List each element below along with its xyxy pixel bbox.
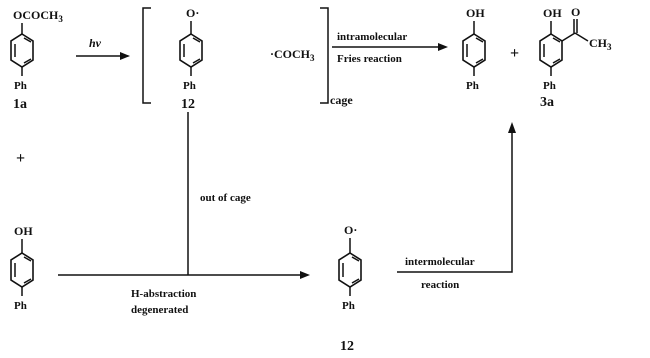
svg-text:·COCH3: ·COCH3	[270, 47, 315, 63]
free-radical-phenyl: Ph	[342, 300, 355, 312]
benzene-ring	[462, 33, 486, 68]
cage-ring-label: 12	[181, 97, 195, 112]
fries-arrow-line1: intramolecular	[337, 31, 407, 43]
arrow-head	[438, 43, 448, 51]
out-of-cage-label: out of cage	[200, 192, 251, 204]
benzene-ring	[539, 33, 563, 68]
product-3a-label: 3a	[540, 95, 554, 110]
compound-1a-acetoxy: OCOCH	[13, 8, 59, 22]
product-phenol: OH Ph	[462, 6, 486, 92]
fries-arrow: intramolecular Fries reaction	[332, 31, 448, 65]
reactant-phenol-hydroxyl: OH	[14, 224, 33, 238]
carbonyl-oxygen: O	[571, 5, 580, 19]
benzene-ring	[338, 252, 362, 288]
left-bracket	[142, 7, 151, 104]
arrow-head	[120, 52, 130, 60]
product-3a-hydroxyl: OH	[543, 6, 562, 20]
bond	[574, 32, 589, 42]
compound-1a-phenyl: Ph	[14, 80, 27, 92]
product-3a-phenyl: Ph	[543, 80, 556, 92]
reactant-phenol: OH Ph	[10, 224, 34, 312]
compound-1a-acetoxy-subscript: 3	[58, 14, 63, 24]
methyl-subscript: 3	[607, 42, 612, 52]
intermolecular-line1: intermolecular	[405, 256, 475, 268]
methyl-group: CH	[589, 36, 608, 50]
fries-arrow-line2: Fries reaction	[337, 53, 402, 65]
intermolecular-path	[397, 132, 513, 273]
photolysis-arrow: hv	[76, 36, 130, 60]
compound-1a: OCOCH3 Ph 1a	[10, 8, 63, 112]
product-3a: OH O CH3 Ph 3a	[539, 5, 612, 110]
cage-phenyl: Ph	[183, 80, 196, 92]
reactant-phenol-phenyl: Ph	[14, 300, 27, 312]
benzene-ring	[10, 252, 34, 288]
out-of-cage-path: out of cage	[187, 112, 251, 275]
intermolecular-arrow: intermolecular reaction	[397, 122, 516, 291]
acetyl-radical-subscript: 3	[310, 53, 315, 63]
h-abstraction-line1: H-abstraction	[131, 288, 196, 300]
free-radical-label: 12	[340, 339, 354, 354]
bond	[561, 32, 576, 42]
hv-label: hv	[89, 36, 102, 50]
cage-label: cage	[330, 93, 353, 107]
right-bracket	[320, 7, 329, 104]
benzene-ring	[10, 33, 34, 68]
free-radical-oxygen: O·	[344, 223, 357, 237]
svg-text:CH3: CH3	[589, 36, 612, 52]
product-phenol-phenyl: Ph	[466, 80, 479, 92]
intermolecular-line2: reaction	[421, 279, 459, 291]
cage-phenoxy-radical: O·	[186, 6, 199, 20]
h-abstraction-line2: degenerated	[131, 304, 188, 316]
svg-text:OCOCH3: OCOCH3	[13, 8, 63, 24]
benzene-ring	[179, 33, 203, 68]
acetyl-radical: ·COCH	[270, 47, 311, 61]
compound-1a-label: 1a	[13, 97, 27, 112]
product-phenol-hydroxyl: OH	[466, 6, 485, 20]
plus-sign-products: +	[510, 45, 519, 62]
free-phenoxy-radical: O· Ph 12	[338, 223, 362, 354]
cage-intermediate: O· Ph 12 ·COCH3 cage	[142, 6, 353, 112]
h-abstraction-arrow: H-abstraction degenerated	[58, 271, 310, 316]
arrow-head	[300, 271, 310, 279]
plus-sign-reactant: +	[16, 150, 25, 167]
arrow-head	[508, 122, 516, 133]
